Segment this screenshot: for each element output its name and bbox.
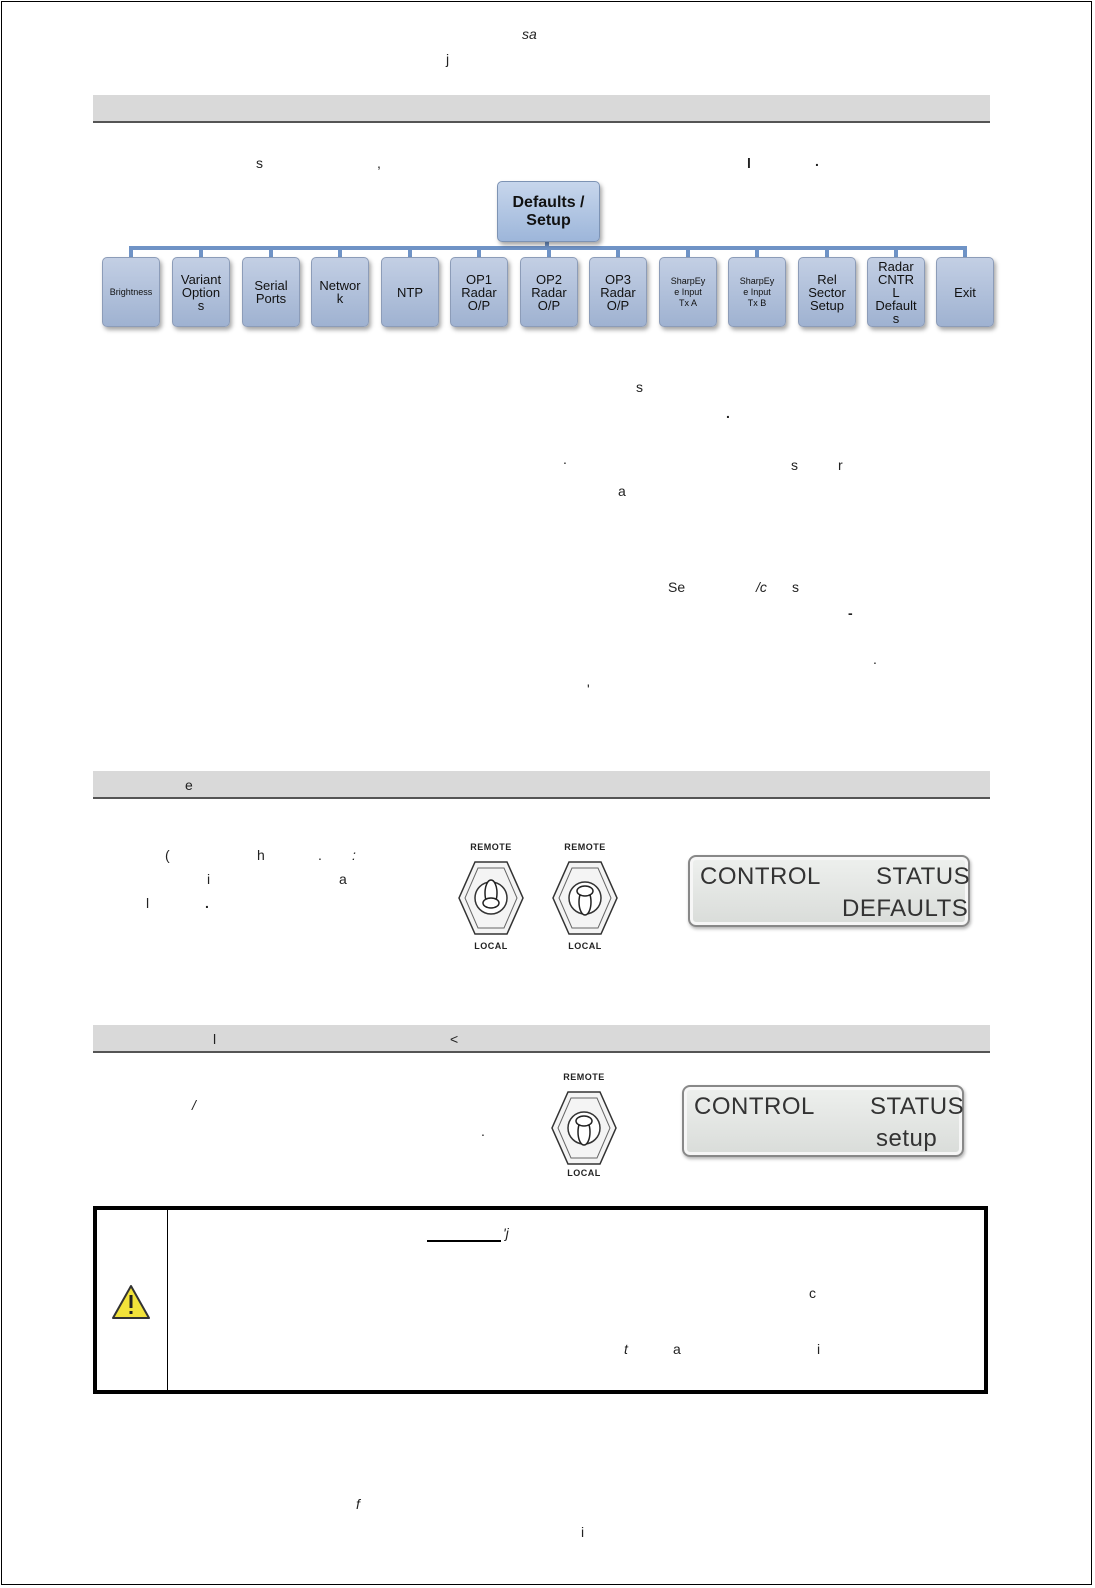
body-fragment: r xyxy=(838,457,843,473)
menu-item-brightness: Brightness xyxy=(102,257,160,327)
warning-triangle-icon xyxy=(112,1285,150,1319)
remote-local-switch-remote: REMOTE LOCAL xyxy=(544,1072,624,1192)
menu-item-text: OP1 Radar O/P xyxy=(461,271,497,313)
menu-item-op2-radar: OP2 Radar O/P xyxy=(520,257,578,327)
tree-connector xyxy=(408,246,412,258)
section-heading-text: < xyxy=(450,1031,459,1047)
warning-fragment: t xyxy=(624,1341,628,1357)
warning-underline xyxy=(427,1240,501,1242)
tree-connector xyxy=(269,246,273,258)
section-heading-bar: l < xyxy=(93,1025,990,1053)
body-fragment: s xyxy=(636,379,643,395)
menu-item-sharpeye-tx-a: SharpEy e Input Tx A xyxy=(659,257,717,327)
remote-local-switch-local: REMOTE LOCAL xyxy=(451,842,531,962)
tree-connector xyxy=(894,246,898,258)
section2-fragment: : xyxy=(352,847,356,863)
tree-connector xyxy=(547,246,551,258)
lcd-mode-text: DEFAULTS xyxy=(842,895,969,922)
intro-fragment: s xyxy=(256,155,263,171)
tree-connector xyxy=(477,246,481,258)
switch-local-label: LOCAL xyxy=(567,1168,601,1178)
tree-connector xyxy=(338,246,342,258)
tree-connector xyxy=(963,246,967,258)
body-fragment: a xyxy=(618,483,626,499)
body-fragment: Se xyxy=(668,579,686,595)
header-fragment: j xyxy=(446,51,450,67)
switch-remote-label: REMOTE xyxy=(470,842,512,852)
warning-divider xyxy=(167,1210,168,1390)
switch-local-label: LOCAL xyxy=(474,941,508,951)
lcd-status-text: STATUS xyxy=(876,863,971,890)
menu-item-sharpeye-tx-b: SharpEy e Input Tx B xyxy=(728,257,786,327)
section2-fragment: . xyxy=(318,847,322,863)
lcd-control-text: CONTROL xyxy=(700,863,821,890)
menu-item-network: Networ k xyxy=(311,257,369,327)
warning-box: 'j c t a i xyxy=(93,1206,988,1394)
footer-fragment: f xyxy=(356,1496,360,1512)
menu-root-defaults-setup: Defaults / Setup xyxy=(497,181,600,242)
section-heading-text: e xyxy=(185,777,193,793)
section2-fragment: a xyxy=(339,871,347,887)
menu-item-op3-radar: OP3 Radar O/P xyxy=(589,257,647,327)
tree-connector xyxy=(755,246,759,258)
header-fragment: sa xyxy=(522,26,537,42)
warning-fragment: i xyxy=(817,1341,821,1357)
section-heading-bar: e xyxy=(93,771,990,799)
section2-fragment: l xyxy=(146,895,150,911)
menu-item-op1-radar: OP1 Radar O/P xyxy=(450,257,508,327)
lcd-mode-text: setup xyxy=(876,1125,938,1152)
section3-fragment: . xyxy=(481,1123,485,1139)
lcd-display-defaults: CONTROL STATUS DEFAULTS xyxy=(688,855,970,927)
section-heading-text: l xyxy=(213,1031,217,1047)
menu-item-rel-sector-setup: Rel Sector Setup xyxy=(798,257,856,327)
switch-remote-label: REMOTE xyxy=(563,1072,605,1082)
lcd-control-text: CONTROL xyxy=(694,1093,815,1120)
menu-item-serial-ports: Serial Ports xyxy=(242,257,300,327)
tree-connector xyxy=(545,240,549,248)
warning-fragment: 'j xyxy=(503,1225,509,1241)
lcd-display-setup: CONTROL STATUS setup xyxy=(682,1085,964,1157)
tree-connector xyxy=(616,246,620,258)
toggle-switch-icon xyxy=(552,861,618,935)
tree-connector xyxy=(825,246,829,258)
body-fragment: . xyxy=(726,405,730,421)
section3-fragment: / xyxy=(192,1097,196,1113)
menu-item-text: OP3 Radar O/P xyxy=(600,271,636,313)
menu-item-ntp: NTP xyxy=(381,257,439,327)
body-fragment: /c xyxy=(756,579,767,595)
body-fragment: s xyxy=(792,579,799,595)
section2-fragment: ( xyxy=(165,847,170,863)
section2-fragment: . xyxy=(205,895,209,911)
section2-fragment: i xyxy=(207,871,211,887)
menu-item-radar-cntrl-defaults: Radar CNTR L Default s xyxy=(867,257,925,327)
menu-item-text: OP2 Radar O/P xyxy=(531,271,567,313)
body-fragment: ' xyxy=(587,681,590,697)
switch-local-label: LOCAL xyxy=(568,941,602,951)
intro-fragment: , xyxy=(377,155,381,171)
switch-remote-label: REMOTE xyxy=(564,842,606,852)
intro-fragment: l xyxy=(747,155,751,171)
body-fragment: s xyxy=(791,457,798,473)
tree-connector xyxy=(686,246,690,258)
body-fragment: . xyxy=(563,451,567,467)
intro-fragment: . xyxy=(815,153,819,169)
body-fragment: . xyxy=(873,651,877,667)
footer-fragment: i xyxy=(581,1524,585,1540)
warning-fragment: c xyxy=(809,1285,816,1301)
section2-fragment: h xyxy=(257,847,265,863)
toggle-switch-icon xyxy=(551,1091,617,1165)
menu-item-exit: Exit xyxy=(936,257,994,327)
remote-local-switch-remote: REMOTE LOCAL xyxy=(545,842,625,962)
warning-fragment: a xyxy=(673,1341,681,1357)
lcd-status-text: STATUS xyxy=(870,1093,965,1120)
tree-connector xyxy=(199,246,203,258)
section-heading-bar xyxy=(93,95,990,123)
toggle-switch-icon xyxy=(458,861,524,935)
menu-item-variant-options: Variant Option s xyxy=(172,257,230,327)
tree-connector xyxy=(129,246,133,258)
body-fragment: - xyxy=(848,605,853,621)
